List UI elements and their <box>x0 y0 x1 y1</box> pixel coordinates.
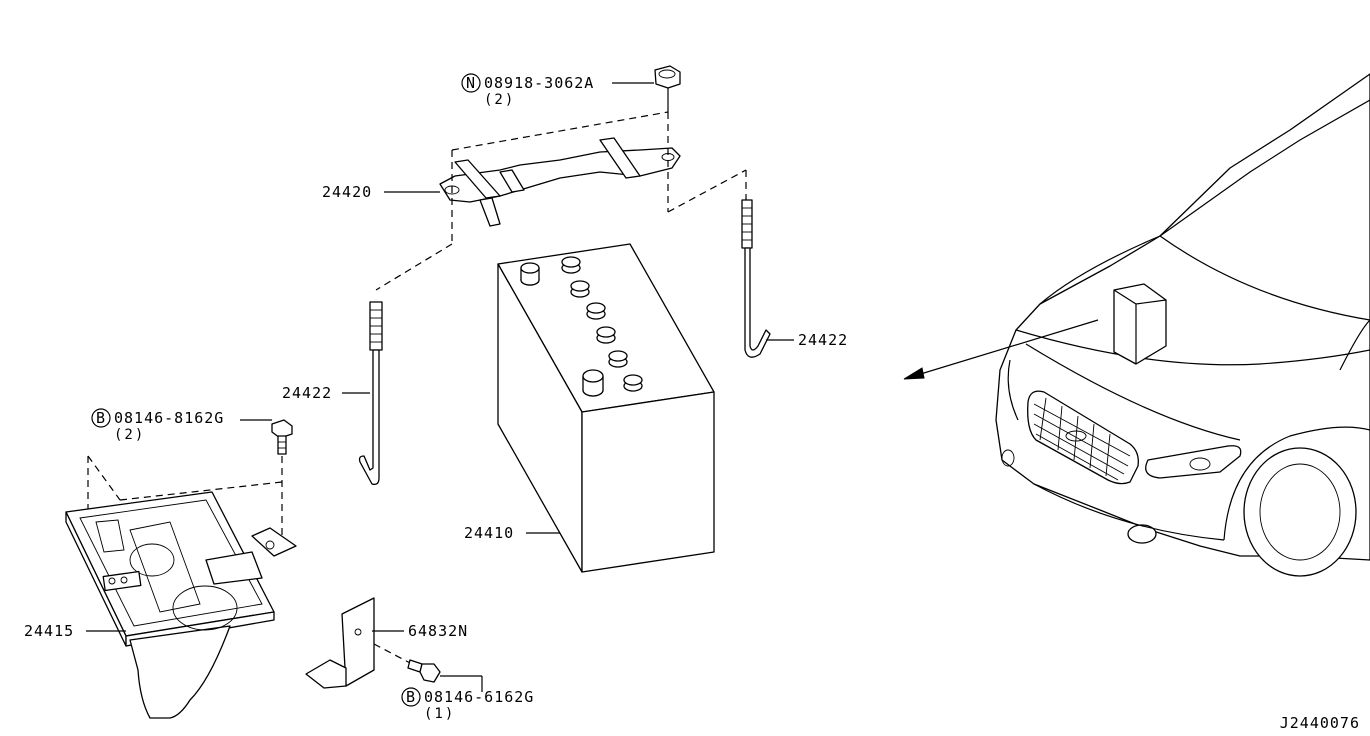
b-prefix-circle-2 <box>401 687 421 707</box>
vehicle-locator <box>995 73 1370 577</box>
frame-dash-rod-right <box>667 169 747 213</box>
bracket-bolt-prefix: B <box>406 688 416 706</box>
nut-quantity: (2) <box>484 92 515 108</box>
bracket-bolt-part-number: 08146-6162G <box>424 688 534 706</box>
rod-left-part-number: 24422 <box>282 384 332 402</box>
nut-part <box>654 65 681 112</box>
tray-dash-top <box>119 481 283 501</box>
callout-nut: N 08918-3062A (2) <box>461 73 594 108</box>
nut-part-number: 08918-3062A <box>484 74 594 92</box>
tray-bolt-part <box>271 419 293 455</box>
diagram-id: J2440076 <box>1280 714 1360 732</box>
rod-right-part-number: 24422 <box>798 331 848 349</box>
b-prefix-circle <box>91 408 111 428</box>
battery-tray-part <box>65 491 297 719</box>
nut-prefix: N <box>466 74 476 92</box>
tray-part-number: 24415 <box>24 622 74 640</box>
battery-part <box>497 243 715 573</box>
tray-bolt-part-number: 08146-8162G <box>114 409 224 427</box>
tray-dash-left <box>87 455 121 501</box>
tray-bolt-prefix: B <box>96 409 106 427</box>
small-bracket-part-number: 64832N <box>408 622 468 640</box>
rod-right-part <box>741 199 771 358</box>
frame-dash-rod-left <box>375 243 453 291</box>
bracket-bolt-quantity: (1) <box>424 706 455 722</box>
rod-left-part <box>358 301 383 486</box>
callout-tray-bolt: B 08146-8162G (2) <box>91 408 224 443</box>
hold-down-frame <box>439 137 681 227</box>
callout-bracket-bolt: B 08146-6162G (1) <box>401 687 534 722</box>
n-prefix-circle <box>461 73 481 93</box>
tray-bolt-quantity: (2) <box>114 427 145 443</box>
bracket-bolt-part <box>373 643 441 683</box>
battery-terminals <box>520 256 643 397</box>
small-bracket-part <box>305 597 375 689</box>
frame-part-number: 24420 <box>322 183 372 201</box>
frame-dash-top <box>451 111 669 151</box>
battery-part-number: 24410 <box>464 524 514 542</box>
locator-arrow <box>903 319 1099 380</box>
